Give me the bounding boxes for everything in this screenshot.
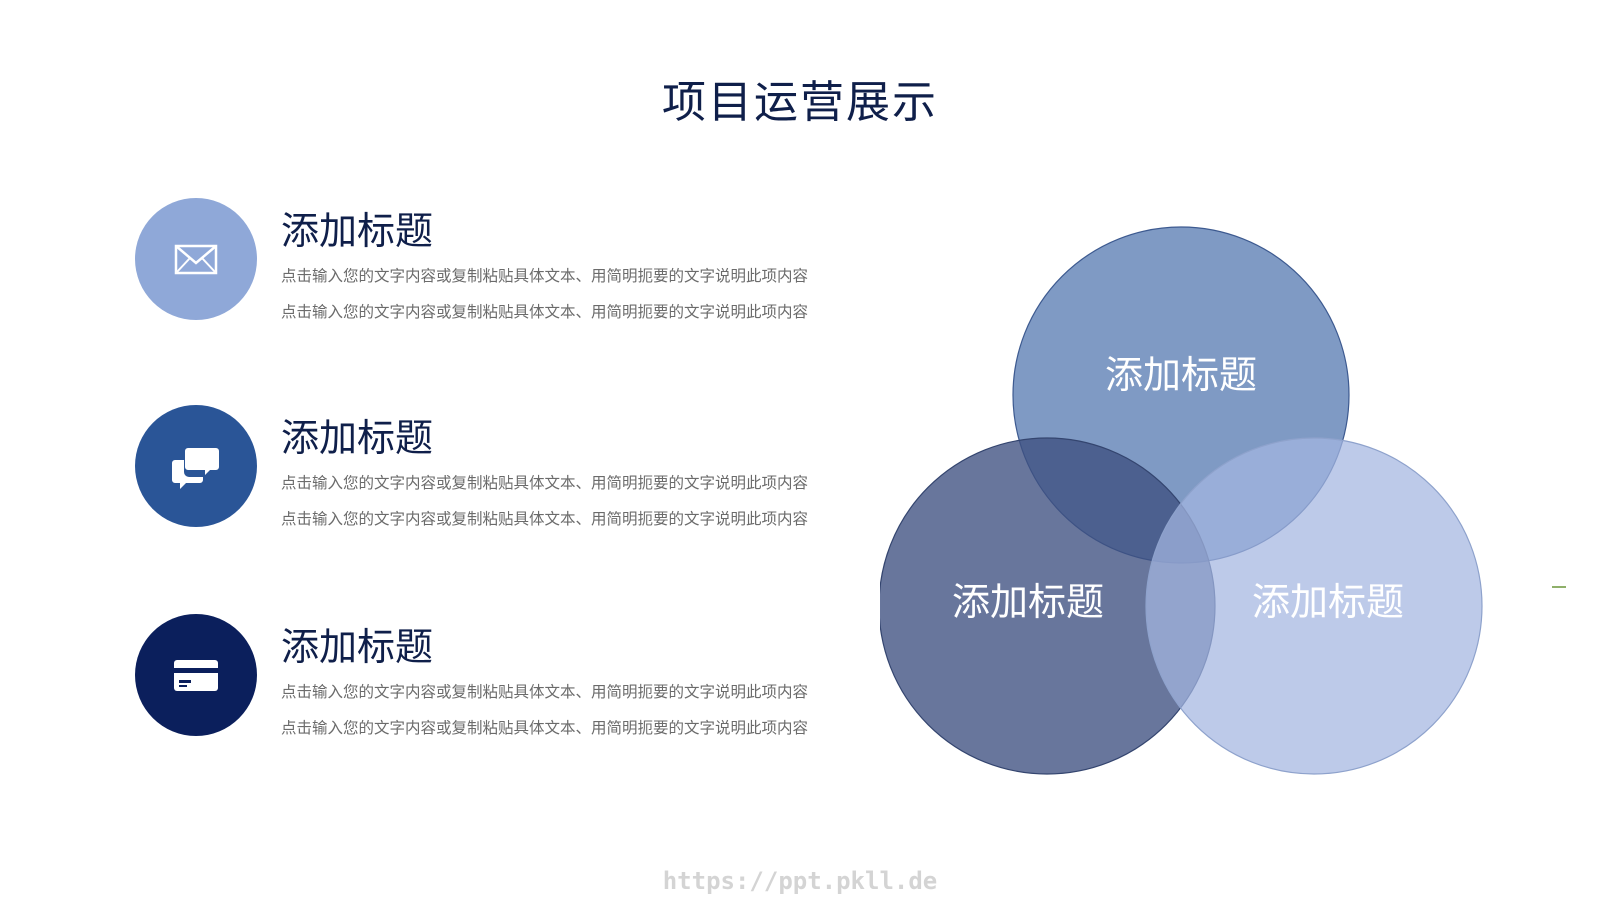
venn-circle-right <box>1145 437 1483 775</box>
edge-dash-mark <box>1552 586 1566 588</box>
feature-item-2: 添加标题 点击输入您的文字内容或复制粘贴具体文本、用简明扼要的文字说明此项内容 … <box>135 405 855 535</box>
item-desc-3a: 点击输入您的文字内容或复制粘贴具体文本、用简明扼要的文字说明此项内容 <box>281 683 809 701</box>
item-title-3: 添加标题 <box>281 625 434 669</box>
watermark-url: https://ppt.pkll.de <box>662 867 938 895</box>
icon-circle-3 <box>135 614 257 736</box>
feature-item-1: 添加标题 点击输入您的文字内容或复制粘贴具体文本、用简明扼要的文字说明此项内容 … <box>135 198 855 328</box>
venn-label-left: 添加标题 <box>952 580 1104 624</box>
feature-item-3: 添加标题 点击输入您的文字内容或复制粘贴具体文本、用简明扼要的文字说明此项内容 … <box>135 614 855 744</box>
venn-diagram: 添加标题 添加标题 添加标题 <box>880 226 1483 775</box>
item-desc-3b: 点击输入您的文字内容或复制粘贴具体文本、用简明扼要的文字说明此项内容 <box>281 719 809 737</box>
chat-bubbles-icon <box>172 448 219 489</box>
item-desc-1b: 点击输入您的文字内容或复制粘贴具体文本、用简明扼要的文字说明此项内容 <box>281 303 809 321</box>
item-desc-2b: 点击输入您的文字内容或复制粘贴具体文本、用简明扼要的文字说明此项内容 <box>281 510 809 528</box>
item-title-1: 添加标题 <box>281 209 434 253</box>
icon-circle-2 <box>135 405 257 527</box>
item-title-2: 添加标题 <box>281 416 434 460</box>
icon-circle-1 <box>135 198 257 320</box>
venn-label-right: 添加标题 <box>1252 580 1404 624</box>
envelope-icon <box>174 244 218 275</box>
venn-label-top: 添加标题 <box>1105 353 1257 397</box>
slide-title: 项目运营展示 <box>662 77 938 128</box>
item-desc-1a: 点击输入您的文字内容或复制粘贴具体文本、用简明扼要的文字说明此项内容 <box>281 267 809 285</box>
item-desc-2a: 点击输入您的文字内容或复制粘贴具体文本、用简明扼要的文字说明此项内容 <box>281 474 809 492</box>
credit-card-icon <box>174 660 218 691</box>
